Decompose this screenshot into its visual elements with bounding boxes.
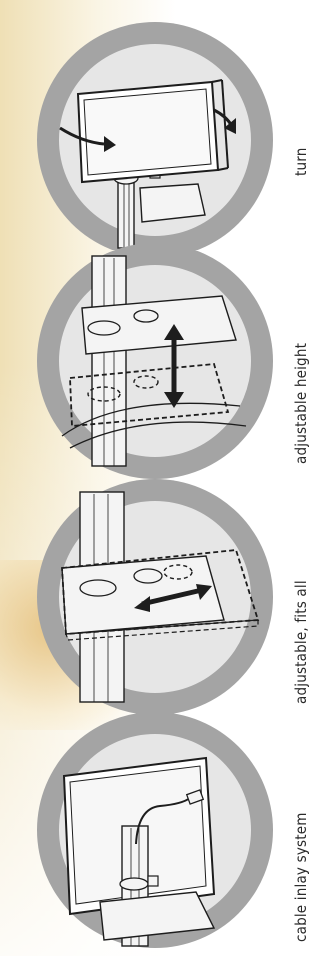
caption-adjustable-fits-all: adjustable, fits all bbox=[292, 580, 310, 704]
cable-illustration bbox=[0, 706, 320, 956]
panel-adjustable-fits-all: adjustable, fits all bbox=[0, 472, 320, 722]
caption-cable-inlay-system: cable inlay system bbox=[292, 812, 310, 942]
panel-disc bbox=[59, 265, 251, 457]
height-illustration bbox=[0, 236, 320, 486]
panel-turn: turn bbox=[0, 0, 320, 250]
fit-illustration bbox=[0, 472, 320, 722]
caption-turn: turn bbox=[292, 148, 310, 176]
panel-adjustable-height: adjustable height bbox=[0, 236, 320, 486]
panel-cable-inlay-system: cable inlay system bbox=[0, 706, 320, 956]
caption-adjustable-height: adjustable height bbox=[292, 343, 310, 464]
turn-illustration bbox=[0, 0, 320, 250]
monitor bbox=[78, 80, 228, 182]
